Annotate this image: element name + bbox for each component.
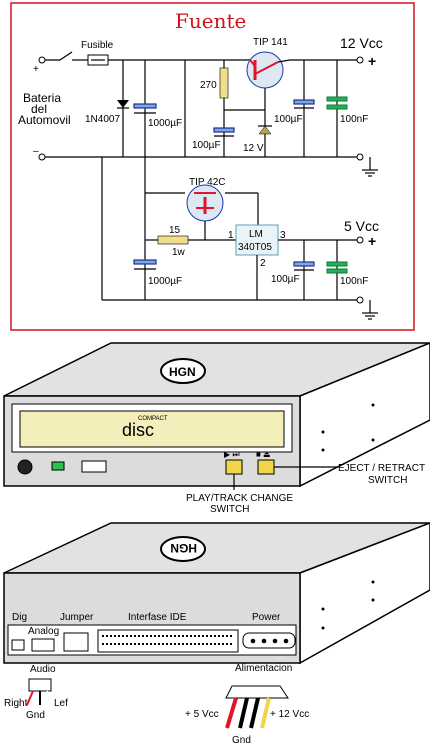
capacitor-1000uf-b <box>133 259 157 265</box>
capacitor-100nf-a <box>326 96 348 102</box>
battery-label-3: Automovil <box>18 113 71 127</box>
svg-text:100µF: 100µF <box>271 274 300 285</box>
fuse-label: Fusible <box>81 40 114 51</box>
svg-text:▶ ⏭: ▶ ⏭ <box>224 450 240 459</box>
activity-led <box>51 461 65 471</box>
svg-text:340T05: 340T05 <box>238 242 272 253</box>
svg-text:1N4007: 1N4007 <box>85 114 120 125</box>
analog-audio-connector <box>31 638 55 652</box>
svg-text:Gnd: Gnd <box>232 735 251 746</box>
capacitor-100uf-c <box>293 261 315 267</box>
svg-text:270: 270 <box>200 80 217 91</box>
svg-text:1000µF: 1000µF <box>148 276 182 287</box>
jumper-block <box>63 632 89 652</box>
svg-text:TIP 141: TIP 141 <box>253 37 288 48</box>
brand-logo-front <box>160 358 206 384</box>
svg-text:LM: LM <box>249 229 263 240</box>
svg-text:+: + <box>368 233 376 249</box>
play-label-2: SWITCH <box>210 504 249 515</box>
eject-label-2: SWITCH <box>368 475 407 486</box>
svg-text:Gnd: Gnd <box>26 710 45 721</box>
svg-text:100µF: 100µF <box>274 114 303 125</box>
svg-text:3: 3 <box>280 230 286 241</box>
svg-text:+: + <box>33 64 39 75</box>
resistor-270 <box>219 67 229 99</box>
capacitor-100uf-a <box>213 127 235 133</box>
svg-text:+ 12 Vcc: + 12 Vcc <box>270 709 309 720</box>
svg-text:1000µF: 1000µF <box>148 118 182 129</box>
svg-text:100nF: 100nF <box>340 276 368 287</box>
capacitor-1000uf <box>133 103 157 109</box>
svg-text:disc: disc <box>122 420 154 440</box>
headphone-jack[interactable] <box>17 459 33 475</box>
diode-1n4007 <box>117 100 129 108</box>
svg-text:COMPACT: COMPACT <box>138 416 168 422</box>
svg-text:HGN: HGN <box>169 365 196 379</box>
svg-text:100nF: 100nF <box>340 114 368 125</box>
battery-label-2: del <box>31 102 47 116</box>
svg-text:Power: Power <box>252 612 281 623</box>
play-label-1: PLAY/TRACK CHANGE <box>186 493 293 504</box>
svg-text:1w: 1w <box>172 247 186 258</box>
output-5v-label: 5 Vcc <box>344 218 379 234</box>
resistor-15 <box>157 235 189 245</box>
svg-text:HGN: HGN <box>170 541 197 555</box>
svg-text:12 V: 12 V <box>243 143 264 154</box>
svg-text:15: 15 <box>169 225 181 236</box>
svg-text:Interfase IDE: Interfase IDE <box>128 612 187 623</box>
capacitor-100uf-b <box>293 99 315 105</box>
svg-text:2: 2 <box>260 258 266 269</box>
cdrom-drive-front: HGN COMPACT disc ▶ ⏭ ■ ⏏ EJECT / RETRACT… <box>3 342 430 515</box>
svg-text:–: – <box>33 146 39 157</box>
svg-text:Dig: Dig <box>12 612 27 623</box>
zener-12v <box>258 125 272 135</box>
brand-logo-back <box>160 536 206 562</box>
circuit-title: Fuente <box>175 9 246 33</box>
play-track-button[interactable] <box>225 459 243 475</box>
digital-audio-connector <box>11 639 25 651</box>
svg-text:■ ⏏: ■ ⏏ <box>256 450 271 459</box>
eject-button[interactable] <box>257 459 275 475</box>
cdrom-drive-back: HGN Dig Jumper Interfase IDE Power Analo… <box>3 522 430 746</box>
ide-pins <box>102 635 234 645</box>
battery-label-1: Bateria <box>23 91 61 105</box>
svg-text:Alimentacion: Alimentacion <box>235 663 292 674</box>
svg-text:100µF: 100µF <box>192 140 221 151</box>
power-supply-circuit: Fuente + Fusible 12 Vcc + – Bateria del … <box>10 2 415 331</box>
svg-text:Lef: Lef <box>54 698 68 709</box>
transistor-tip141 <box>246 51 284 89</box>
circuit-frame <box>10 2 415 331</box>
svg-text:Right: Right <box>4 698 28 709</box>
svg-text:+: + <box>368 53 376 69</box>
capacitor-100nf-b <box>326 261 348 267</box>
svg-text:Audio: Audio <box>30 664 56 675</box>
regulator-lm340t05 <box>235 224 279 256</box>
volume-slider[interactable] <box>81 460 107 473</box>
svg-text:Jumper: Jumper <box>60 612 94 623</box>
svg-text:1: 1 <box>228 230 234 241</box>
ide-connector <box>97 629 239 653</box>
power-connector <box>242 632 296 649</box>
output-12v-label: 12 Vcc <box>340 35 383 51</box>
eject-label-1: EJECT / RETRACT <box>338 463 425 474</box>
svg-text:+ 5 Vcc: + 5 Vcc <box>185 709 219 720</box>
svg-text:TIP 42C: TIP 42C <box>189 177 226 188</box>
svg-text:Analog: Analog <box>28 626 59 637</box>
